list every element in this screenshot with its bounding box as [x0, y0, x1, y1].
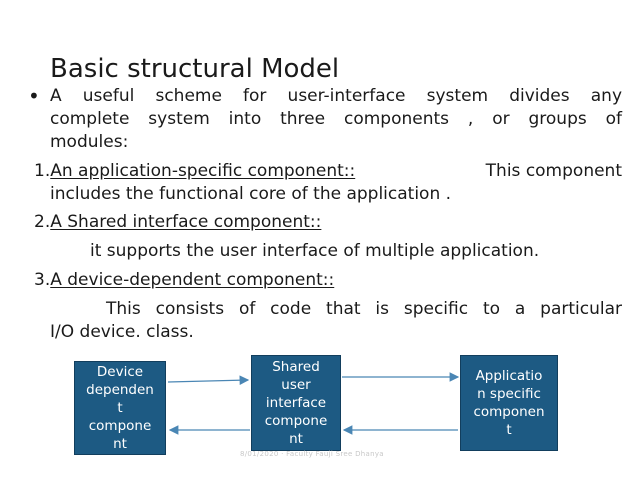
- item-3-number: 3.: [34, 270, 51, 290]
- shared-interface-box: Shared user interface compone nt: [251, 355, 341, 451]
- item-1-text-start: This component: [485, 161, 622, 181]
- item-1-left: 1.An application-specific component::: [34, 159, 355, 183]
- application-specific-box-label: Applicatio n specific componen t: [473, 368, 545, 438]
- bullet-line-1: A useful scheme for user-interface syste…: [50, 86, 622, 106]
- item-2-heading: A Shared interface component::: [50, 212, 322, 232]
- item-1-line: 1.An application-specific component:: Th…: [34, 159, 622, 183]
- item-3-heading: A device-dependent component::: [50, 270, 335, 290]
- device-dependent-box-label: Device dependen t compone nt: [86, 364, 154, 452]
- item-2-text: it supports the user interface of multip…: [90, 241, 540, 261]
- bullet-line-2: complete system into three components , …: [50, 109, 622, 129]
- item-1-text: includes the functional core of the appl…: [50, 184, 452, 204]
- item-1-heading: An application-specific component::: [50, 161, 356, 181]
- bullet-line-3: modules:: [50, 132, 129, 152]
- item-3-text-line-2: I/O device. class.: [50, 322, 194, 342]
- item-2-line: 2.A Shared interface component::: [34, 210, 321, 234]
- slide-title: Basic structural Model: [50, 54, 340, 84]
- item-3-text-line-1: This consists of code that is specific t…: [106, 299, 622, 319]
- item-1-number: 1.: [34, 161, 51, 181]
- application-specific-box: Applicatio n specific componen t: [460, 355, 558, 451]
- arrow-device-to-shared: [167, 375, 250, 386]
- item-3-line: 3.A device-dependent component::: [34, 268, 334, 292]
- bullet-symbol: •: [28, 84, 40, 108]
- footer-text: 8/01/2020 · Faculty Fauji Sree Dhanya: [240, 450, 384, 458]
- item-2-number: 2.: [34, 212, 51, 232]
- device-dependent-box: Device dependen t compone nt: [74, 361, 166, 455]
- shared-interface-box-label: Shared user interface compone nt: [264, 359, 328, 447]
